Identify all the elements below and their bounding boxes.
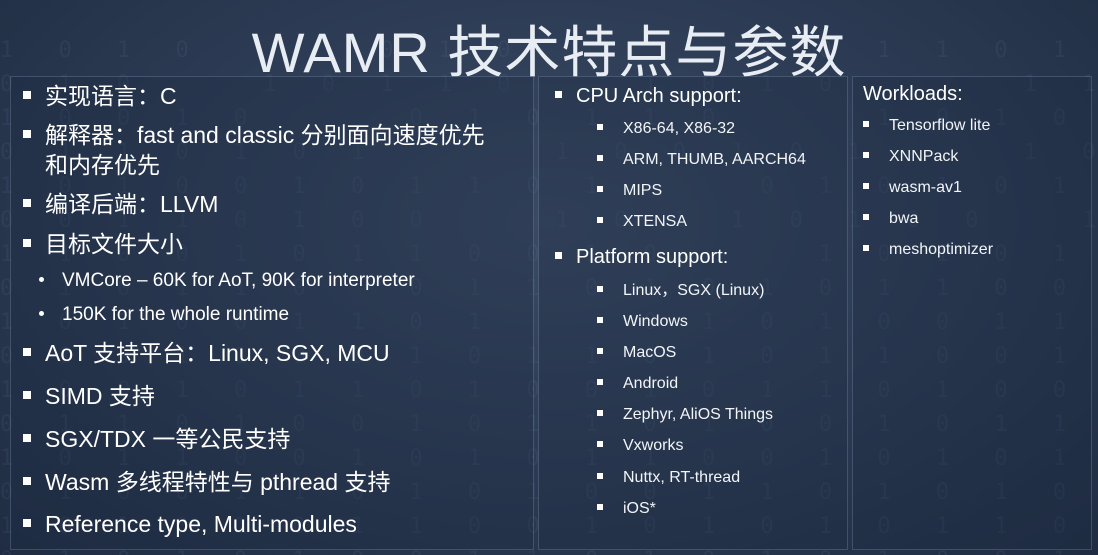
- platform-item: Vxworks: [597, 435, 683, 457]
- cpu-arch-item: X86-64, X86-32: [597, 118, 735, 140]
- slide-title: WAMR 技术特点与参数: [251, 21, 847, 84]
- square-bullet-icon: [555, 91, 562, 99]
- platform-item: Android: [597, 373, 678, 395]
- square-bullet-icon: [597, 503, 603, 510]
- platform-item: Nuttx, RT-thread: [597, 467, 740, 489]
- cpu-arch-heading: CPU Arch support:: [555, 83, 742, 109]
- square-bullet-icon: [23, 347, 31, 356]
- feature-item: 实现语言：C: [23, 81, 177, 111]
- feature-text-continued: 和内存优先: [45, 152, 160, 178]
- square-bullet-icon: [863, 213, 869, 220]
- square-bullet-icon: [597, 378, 603, 385]
- dot-bullet-icon: [39, 311, 44, 316]
- cpu-arch-item: ARM, THUMB, AARCH64: [597, 149, 806, 171]
- feature-item: 解释器：fast and classic 分别面向速度优先和内存优先: [23, 120, 485, 180]
- feature-item: AoT 支持平台：Linux, SGX, MCU: [23, 338, 390, 368]
- workloads-heading: Workloads:: [863, 83, 963, 105]
- platform-item: MacOS: [597, 342, 676, 364]
- cpu-arch-item: MIPS: [597, 180, 662, 202]
- square-bullet-icon: [863, 120, 869, 127]
- workload-item: wasm-av1: [863, 177, 962, 199]
- feature-item: 编译后端：LLVM: [23, 189, 218, 219]
- square-bullet-icon: [863, 151, 869, 158]
- square-bullet-icon: [597, 185, 603, 192]
- square-bullet-icon: [23, 433, 31, 442]
- platform-item: iOS*: [597, 498, 656, 520]
- square-bullet-icon: [597, 154, 603, 161]
- workload-item: XNNPack: [863, 146, 958, 168]
- square-bullet-icon: [23, 198, 31, 207]
- square-bullet-icon: [597, 409, 603, 416]
- square-bullet-icon: [597, 316, 603, 323]
- square-bullet-icon: [23, 390, 31, 399]
- square-bullet-icon: [863, 244, 869, 251]
- feature-item: SIMD 支持: [23, 381, 155, 411]
- feature-item: 目标文件大小: [23, 229, 183, 259]
- square-bullet-icon: [597, 472, 603, 479]
- square-bullet-icon: [23, 238, 31, 247]
- features-panel: 实现语言：C 解释器：fast and classic 分别面向速度优先和内存优…: [10, 76, 534, 550]
- platform-item: Linux，SGX (Linux): [597, 280, 764, 302]
- square-bullet-icon: [23, 518, 31, 527]
- workloads-panel: Workloads: Tensorflow lite XNNPack wasm-…: [852, 76, 1092, 550]
- workload-item: meshoptimizer: [863, 239, 993, 261]
- feature-item: SGX/TDX 一等公民支持: [23, 424, 290, 454]
- cpu-arch-item: XTENSA: [597, 211, 687, 233]
- square-bullet-icon: [597, 347, 603, 354]
- feature-subitem: VMCore – 60K for AoT, 90K for interprete…: [39, 268, 415, 294]
- square-bullet-icon: [597, 123, 603, 130]
- platform-heading: Platform support:: [555, 244, 728, 270]
- platform-item: Windows: [597, 311, 688, 333]
- square-bullet-icon: [23, 90, 31, 99]
- feature-item: Reference type, Multi-modules: [23, 509, 357, 539]
- square-bullet-icon: [23, 476, 31, 485]
- platform-item: Zephyr, AliOS Things: [597, 404, 773, 426]
- feature-subitem: 150K for the whole runtime: [39, 302, 289, 328]
- square-bullet-icon: [23, 129, 31, 138]
- square-bullet-icon: [597, 285, 603, 292]
- support-panel: CPU Arch support: X86-64, X86-32 ARM, TH…: [538, 76, 848, 550]
- workload-item: bwa: [863, 208, 918, 230]
- feature-item: Wasm 多线程特性与 pthread 支持: [23, 467, 390, 497]
- workload-item: Tensorflow lite: [863, 115, 990, 137]
- dot-bullet-icon: [39, 277, 44, 282]
- square-bullet-icon: [597, 216, 603, 223]
- square-bullet-icon: [555, 252, 562, 260]
- square-bullet-icon: [597, 440, 603, 447]
- square-bullet-icon: [863, 182, 869, 189]
- feature-text: 解释器：fast and classic 分别面向速度优先: [45, 122, 485, 148]
